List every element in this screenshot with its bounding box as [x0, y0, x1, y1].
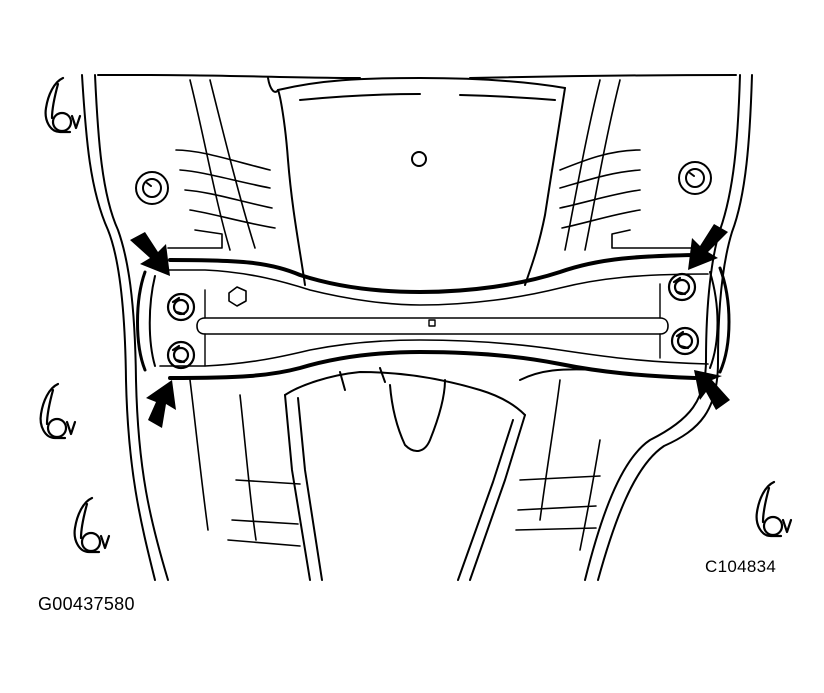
- arrow-icon: [694, 370, 730, 410]
- document-code-label: G00437580: [38, 594, 135, 614]
- tunnel-contours: [167, 79, 701, 251]
- body-mount-holes: [135, 161, 712, 205]
- arrow-icon: [688, 224, 728, 270]
- bolt-icon: [670, 326, 700, 356]
- hex-nut-icon: [228, 286, 247, 307]
- upper-pipe: [267, 77, 566, 286]
- arrow-icon: [130, 232, 170, 276]
- wrench-symbol-icon: [39, 382, 77, 440]
- arrow-icon: [146, 380, 176, 428]
- wrench-symbol-icon: [44, 76, 82, 134]
- bolt-icon: [166, 340, 196, 370]
- bolt-icon: [166, 292, 196, 322]
- wrench-symbol-icon: [73, 496, 111, 554]
- center-pin: [428, 319, 436, 327]
- bolt-icon: [667, 272, 697, 302]
- body-outline: [81, 74, 753, 581]
- lower-pipe: [284, 367, 601, 581]
- floor-details: [189, 379, 601, 551]
- drain-hole-icon: [411, 151, 427, 167]
- figure-code-label: C104834: [705, 557, 777, 576]
- wrench-symbol-icon: [755, 480, 793, 538]
- crossmember: [136, 253, 731, 380]
